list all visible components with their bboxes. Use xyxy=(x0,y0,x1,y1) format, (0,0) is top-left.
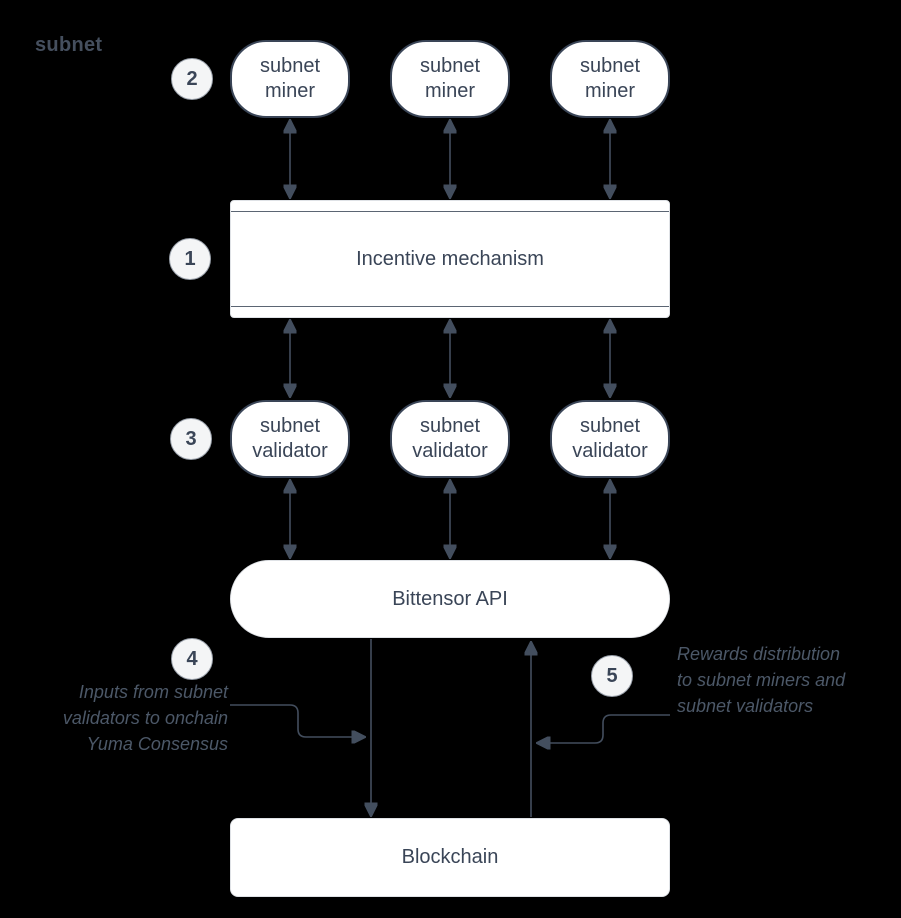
annotation-inputs-line-1: Inputs from subnet xyxy=(78,682,228,702)
annotation-rewards-line-3: subnet validators xyxy=(677,696,814,716)
annotation-rewards-line-1: Rewards distribution xyxy=(677,644,841,664)
subnet-container-label: subnet xyxy=(35,34,103,56)
incentive-bottom-separator xyxy=(231,306,669,307)
node-subnet-miner-2: subnet miner xyxy=(390,40,510,118)
badge-5-rewards: 5 xyxy=(591,655,633,697)
annotation-inputs-line-3: Yuma Consensus xyxy=(86,734,228,754)
annotation-inputs-yuma-consensus: Inputs from subnet validators to onchain… xyxy=(30,679,228,757)
annotation-rewards-line-2: to subnet miners and xyxy=(677,670,846,690)
node-subnet-validator-1: subnet validator xyxy=(230,400,350,478)
annotation-rewards-distribution: Rewards distribution to subnet miners an… xyxy=(677,641,887,719)
annotation-inputs-line-2: validators to onchain xyxy=(62,708,228,728)
node-bittensor-api: Bittensor API xyxy=(230,560,670,638)
elbow-rewards-connector xyxy=(538,714,670,743)
elbow-inputs-connector xyxy=(230,704,364,737)
badge-1-incentive: 1 xyxy=(169,238,211,280)
node-blockchain: Blockchain xyxy=(230,818,670,897)
badge-4-inputs: 4 xyxy=(171,638,213,680)
node-subnet-validator-2: subnet validator xyxy=(390,400,510,478)
badge-3-validators: 3 xyxy=(170,418,212,460)
badge-2-miners: 2 xyxy=(171,58,213,100)
node-incentive-mechanism: Incentive mechanism xyxy=(230,200,670,318)
incentive-top-separator xyxy=(231,211,669,212)
node-subnet-miner-1: subnet miner xyxy=(230,40,350,118)
incentive-mechanism-label: Incentive mechanism xyxy=(356,247,544,270)
node-subnet-validator-3: subnet validator xyxy=(550,400,670,478)
node-subnet-miner-3: subnet miner xyxy=(550,40,670,118)
